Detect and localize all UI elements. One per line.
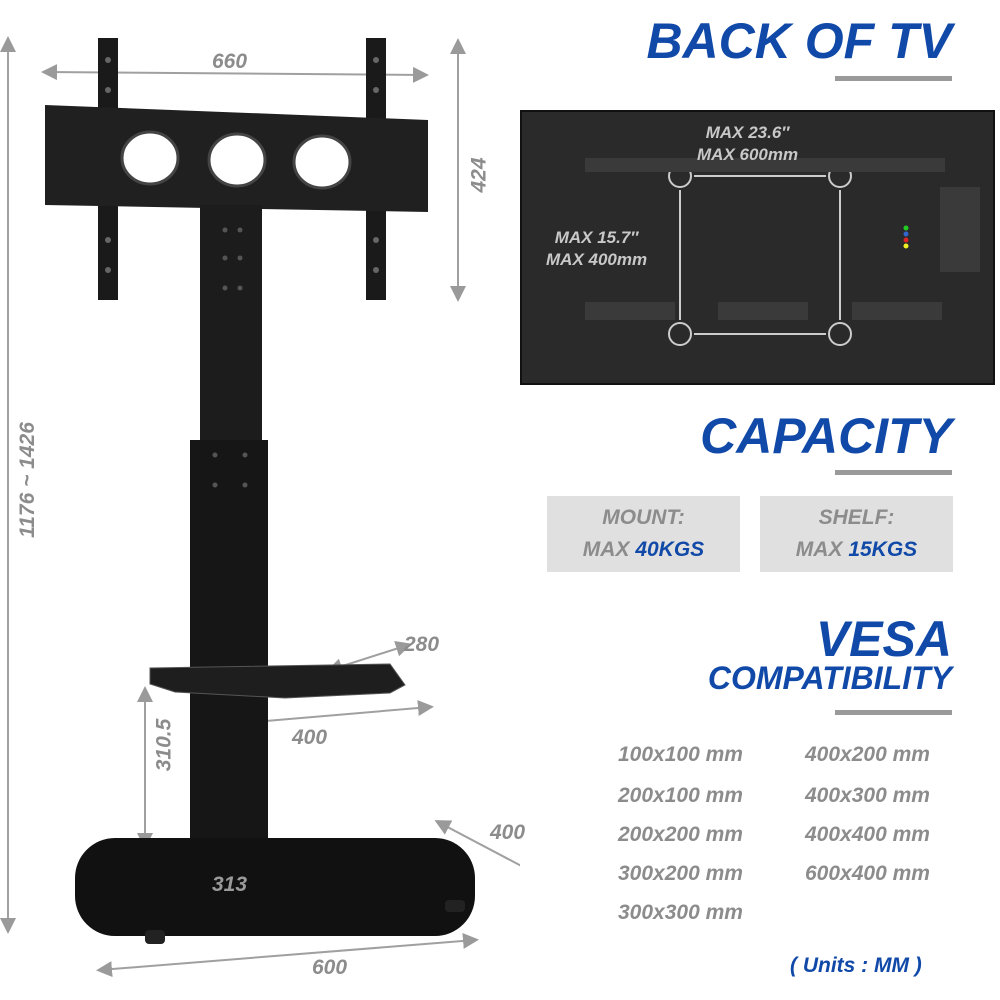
tv-horizontal-mm: MAX 600mm	[697, 145, 799, 164]
dim-bracket-height: 424	[467, 157, 491, 193]
tv-vertical-mm: MAX 400mm	[546, 250, 648, 269]
mount-label: MOUNT:	[602, 506, 685, 529]
dim-shelf-depth: 280	[404, 633, 440, 656]
vesa-size: 400x400 mm	[805, 823, 930, 846]
dim-bracket-width: 660	[212, 50, 248, 73]
vesa-size: 300x300 mm	[618, 901, 743, 924]
vesa-size: 200x200 mm	[618, 823, 743, 846]
dim-shelf-width: 400	[292, 726, 328, 749]
dim-base-width: 600	[312, 956, 348, 979]
back-of-tv-title: BACK OF TV	[646, 13, 952, 69]
vesa-size: 300x200 mm	[618, 862, 743, 885]
capacity-title: CAPACITY	[700, 408, 952, 464]
shelf-value: 15KGS	[848, 538, 918, 561]
shelf-max: MAX	[795, 538, 843, 561]
lower-column	[190, 440, 268, 860]
units-note: ( Units : MM )	[790, 954, 922, 977]
tv-back-panel: MAX 23.6″ MAX 600mm MAX 15.7″ MAX 400mm	[520, 110, 995, 385]
mount-max: MAX	[582, 538, 630, 561]
dim-total-height: 1176 ~ 1426	[15, 422, 39, 538]
stand-base	[75, 838, 475, 936]
tv-horizontal-inches: MAX 23.6″	[705, 123, 790, 142]
vesa-size: 600x400 mm	[805, 862, 930, 885]
title-underline	[835, 710, 952, 715]
vesa-size: 400x300 mm	[805, 784, 930, 807]
tv-vertical-inches: MAX 15.7″	[554, 228, 639, 247]
tv-stand-illustration	[0, 36, 520, 978]
dim-column-base: 313	[212, 873, 248, 896]
dim-shelf-height: 310.5	[152, 718, 176, 772]
vesa-size: 400x200 mm	[805, 743, 930, 766]
dim-base-depth: 400	[490, 821, 526, 844]
vesa-title: VESA	[815, 611, 952, 667]
title-underline	[835, 76, 952, 81]
vesa-size: 100x100 mm	[618, 743, 743, 766]
shelf-label: SHELF:	[818, 506, 895, 529]
glass-shelf	[149, 663, 406, 699]
shelf-capacity-box: SHELF: MAX 15KGS	[760, 496, 953, 572]
upper-column	[200, 205, 262, 443]
vesa-size: 200x100 mm	[618, 784, 743, 807]
vesa-subtitle: COMPATIBILITY	[707, 660, 952, 696]
mount-value: 40KGS	[635, 538, 705, 561]
mount-capacity-box: MOUNT: MAX 40KGS	[547, 496, 740, 572]
title-underline	[835, 470, 952, 475]
vesa-hole-diagram	[585, 158, 980, 346]
